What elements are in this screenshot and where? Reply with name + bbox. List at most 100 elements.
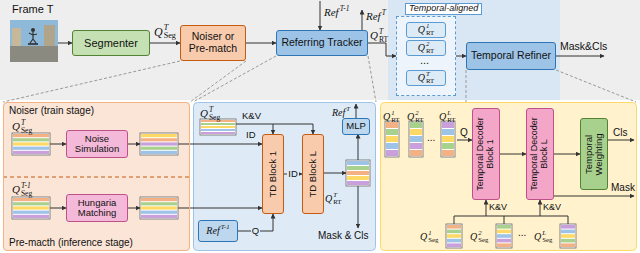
subscript: RT <box>426 30 434 37</box>
sky <box>10 20 58 62</box>
math-label: QTSeg <box>12 119 32 134</box>
query-stack <box>140 133 178 155</box>
superscript: T <box>426 71 434 78</box>
script-group: T-1 <box>221 224 230 238</box>
math-label: RefT <box>366 9 386 24</box>
kv-line <box>236 124 313 125</box>
script-spacer <box>382 17 386 25</box>
query-slot <box>497 234 511 238</box>
subscript: RT <box>333 199 341 206</box>
query-slot <box>442 136 454 142</box>
superscript: T <box>333 192 341 199</box>
region-tag: Temporal-aligned <box>405 3 482 15</box>
label-anchor: QLSeg <box>534 226 552 244</box>
process-box: Noiser or Pre-match <box>180 25 246 61</box>
refiner-panel <box>381 103 637 251</box>
subscript: Seg <box>21 190 32 198</box>
symbol-base: Q <box>418 25 425 35</box>
flow-arrow <box>540 200 541 216</box>
text-label: ... <box>420 54 429 66</box>
math-label: QT-1Seg <box>12 182 32 197</box>
label-anchor: Q <box>251 226 260 236</box>
script-group: 1Seg <box>428 230 438 244</box>
rotated-holder: Temporal Weighting <box>584 121 605 187</box>
query-slot <box>410 143 422 149</box>
text-label: ... <box>518 227 526 238</box>
query-slot <box>386 129 398 135</box>
subscript: RT <box>426 78 434 85</box>
query-stack <box>446 224 462 248</box>
script-spacer <box>221 231 230 238</box>
label-anchor: Q1RT <box>383 106 400 124</box>
query-slot <box>497 225 511 229</box>
flow-arrow <box>358 134 359 160</box>
top-band <box>0 0 640 100</box>
region-fill <box>396 16 456 96</box>
query-stack <box>200 119 236 135</box>
symbol-base: Q <box>200 108 208 119</box>
query-box: Q1RT <box>406 22 446 38</box>
zoom-line <box>556 70 636 102</box>
math-label: QTRT <box>325 192 342 206</box>
subscript: RT <box>426 48 434 55</box>
process-box: Referring Tracker <box>276 30 368 56</box>
symbol-base: Q <box>383 112 390 122</box>
flow-arrow <box>50 144 66 145</box>
query-slot <box>442 143 454 149</box>
label-anchor: Q <box>460 127 468 138</box>
query-slot <box>141 215 177 218</box>
script-group: 1RT <box>391 110 399 124</box>
subscript: Seg <box>164 32 176 40</box>
query-slot <box>13 147 49 150</box>
box-label: Noiser or Pre-match <box>183 31 243 54</box>
query-slot <box>13 215 49 218</box>
text-label: Cls <box>613 127 627 138</box>
symbol-base: Q <box>418 43 425 53</box>
query-slot <box>13 211 49 214</box>
superscript: T-1 <box>221 224 230 231</box>
kv-line <box>504 216 505 224</box>
flow-arrow <box>356 104 357 118</box>
script-group: TRT <box>333 192 341 206</box>
query-slot <box>447 225 461 229</box>
query-stack <box>496 224 512 248</box>
superscript: T <box>379 28 388 36</box>
label-anchor: Cls <box>613 127 627 138</box>
query-slot <box>561 230 575 234</box>
label-anchor: Q1Seg <box>420 226 438 244</box>
subscript: Seg <box>478 237 488 244</box>
label-anchor: K&V <box>543 203 561 213</box>
panel-footer-holder: Pre-macth (inference stage) <box>9 237 133 248</box>
flow-arrow <box>457 140 472 141</box>
query-slot <box>13 202 49 205</box>
query-slot <box>347 161 369 165</box>
query-slot <box>347 171 369 175</box>
flow-arrow <box>128 208 140 209</box>
label-anchor: ... <box>427 132 435 143</box>
superscript: 2 <box>478 230 488 237</box>
box-label: Hungaria Matching <box>69 198 125 219</box>
flow-arrow <box>362 10 363 30</box>
vertical-block: Temporal Decoder Block 1 <box>472 108 500 200</box>
flow-arrow <box>50 208 66 209</box>
rotated-holder: TD Block 1 <box>268 137 278 211</box>
query-slot <box>13 198 49 201</box>
connector <box>456 56 466 57</box>
query-slot <box>141 151 177 154</box>
building <box>12 28 21 46</box>
query-slot <box>141 134 177 137</box>
label-anchor: Mask & Cls <box>318 230 369 241</box>
query-stack <box>346 160 370 186</box>
subscript: Seg <box>542 237 552 244</box>
script-group: T-1Seg <box>21 182 32 197</box>
label-anchor: ID <box>246 130 256 140</box>
query-stack <box>409 121 423 157</box>
math-label: RefT-1 <box>206 224 229 238</box>
connector <box>150 43 180 44</box>
superscript: T <box>164 24 176 32</box>
query-stack <box>140 197 178 219</box>
math-label: Q2RT <box>418 41 435 55</box>
subscript: Seg <box>209 114 220 122</box>
text-label: Frame T <box>12 3 53 15</box>
skater-head <box>31 28 35 32</box>
